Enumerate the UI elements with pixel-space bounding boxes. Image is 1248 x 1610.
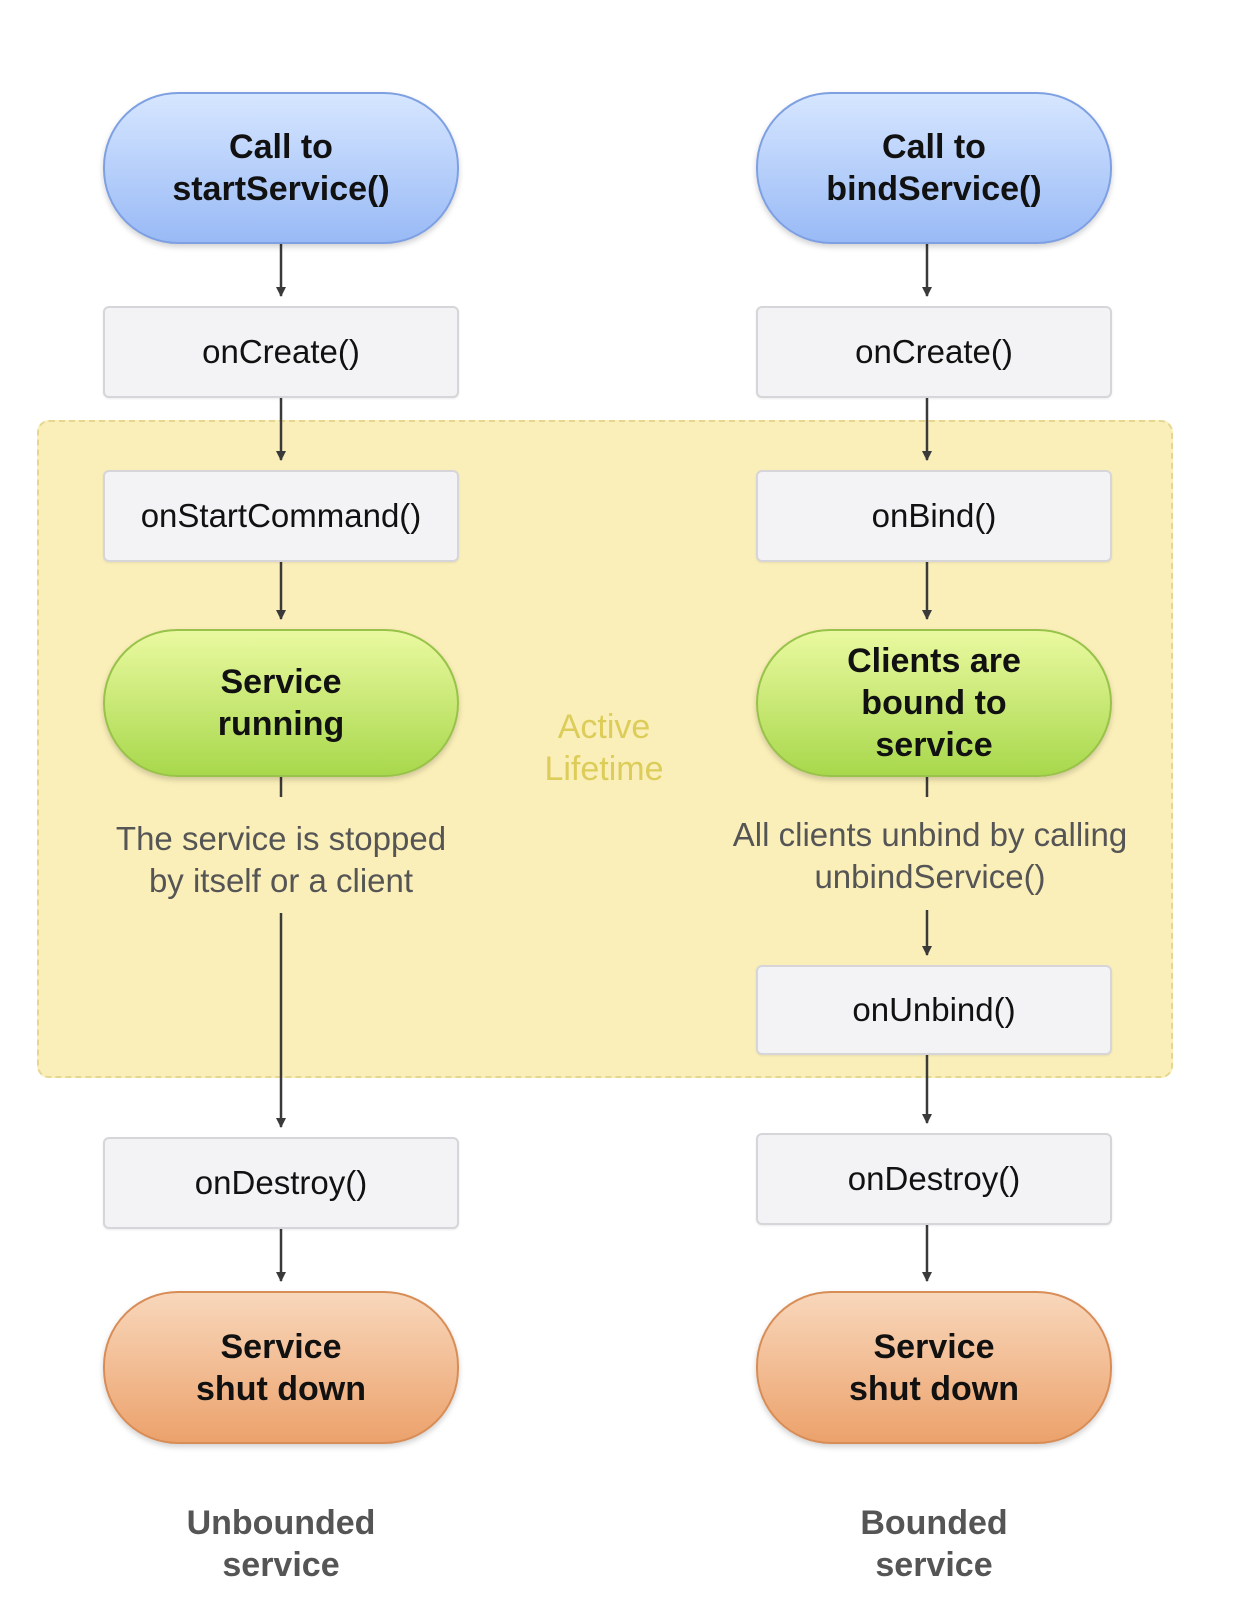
service-shutdown-node-bounded: Service shut down xyxy=(756,1291,1112,1444)
onunbind-node: onUnbind() xyxy=(756,965,1112,1055)
active-lifetime-label: Active Lifetime xyxy=(544,708,664,788)
clients-unbind-note: All clients unbind by calling unbindServ… xyxy=(732,816,1128,895)
unbounded-service-caption: Unbounded service xyxy=(186,1504,376,1584)
onbind-node: onBind() xyxy=(756,470,1112,562)
service-stopped-note: The service is stopped by itself or a cl… xyxy=(115,820,447,899)
oncreate-node-bounded: onCreate() xyxy=(756,306,1112,398)
bounded-service-caption: Bounded service xyxy=(860,1504,1008,1584)
service-running-node: Service running xyxy=(103,629,459,777)
start-service-node: Call to startService() xyxy=(103,92,459,244)
ondestroy-node-bounded: onDestroy() xyxy=(756,1133,1112,1225)
service-shutdown-node-unbounded: Service shut down xyxy=(103,1291,459,1444)
oncreate-node-unbounded: onCreate() xyxy=(103,306,459,398)
ondestroy-node-unbounded: onDestroy() xyxy=(103,1137,459,1229)
clients-bound-node: Clients are bound to service xyxy=(756,629,1112,777)
onstartcommand-node: onStartCommand() xyxy=(103,470,459,562)
bind-service-node: Call to bindService() xyxy=(756,92,1112,244)
